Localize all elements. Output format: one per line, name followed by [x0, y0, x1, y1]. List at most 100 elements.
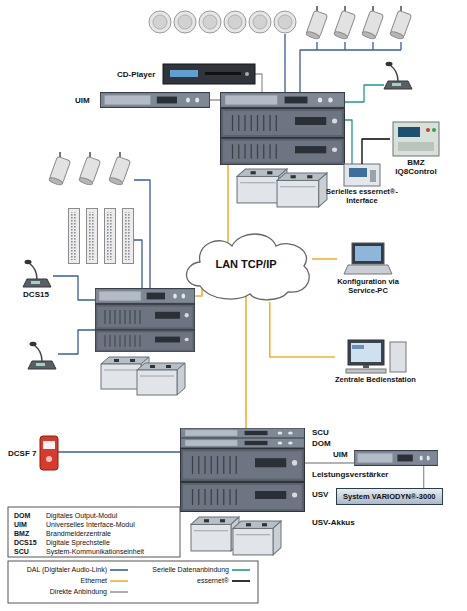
rack-unit [181, 428, 305, 437]
column-speaker [123, 209, 134, 264]
device-picture-space [344, 164, 380, 186]
fire-panel-led [426, 128, 430, 132]
interface-keys [370, 170, 376, 182]
legend-entry: Serielle Datenanbindung [152, 565, 250, 574]
laptop-screen [352, 243, 384, 264]
legend-entry: Direkte Anbindung [50, 587, 128, 596]
part-label: USV [312, 490, 328, 499]
laptop [344, 243, 392, 274]
abbreviation-meaning: Brandmelderzentrale [46, 529, 111, 538]
amplifier-unit [221, 109, 345, 138]
cd-player-slot [205, 72, 241, 75]
part-label: Leistungsverstärker [312, 470, 388, 479]
abbreviation-meaning: Digitales Output-Modul [46, 511, 117, 520]
horn-speaker [361, 6, 383, 40]
legend-line [232, 569, 250, 571]
fire-panel-display [398, 127, 420, 137]
monitor-stand [363, 365, 369, 368]
abbreviation-meaning: Universelles Interface-Modul [46, 520, 135, 529]
fire-panel-body [393, 122, 439, 156]
fire-alarm-panel: BMZ IQ8Control [390, 122, 442, 176]
network-connection [270, 302, 335, 357]
device-label: UIM [75, 96, 90, 105]
abbreviation-table-frame [8, 507, 180, 557]
uim-module: UIM [333, 450, 438, 466]
system-box: System VARIODYN®-3000 [336, 488, 443, 505]
uim-device [100, 93, 209, 108]
dal-wire [53, 276, 95, 354]
uim-device [354, 451, 437, 466]
fire-microphone-display [43, 441, 55, 449]
desk-microphone: DCS15 [19, 258, 53, 299]
column-speakers [69, 209, 134, 264]
device-picture-space [344, 242, 392, 276]
horn-speaker [48, 152, 70, 186]
horn-speaker [78, 152, 100, 186]
legend-line-sample [110, 567, 128, 573]
desk-microphone [384, 62, 412, 89]
horn-speaker [389, 6, 411, 40]
rack-unit [181, 438, 305, 447]
legend-line [110, 591, 128, 593]
horn-speakers [48, 6, 411, 186]
middle-rack [95, 289, 194, 395]
legend-entry: Ethernet [81, 576, 128, 585]
abbreviation: DOM [14, 511, 30, 520]
part-label: DOM [312, 439, 331, 448]
ceiling-speaker [249, 11, 271, 33]
pc-tower [390, 342, 406, 372]
dal-wire [134, 180, 150, 288]
legend-text: essernet® [197, 576, 229, 585]
ceiling-speakers [149, 11, 296, 33]
monitor [348, 340, 384, 365]
control-station: Zentrale Bedienstation [335, 340, 416, 385]
legend-line [110, 580, 128, 582]
legend-text: Ethernet [81, 576, 107, 585]
serial-wire [345, 85, 384, 164]
device-label: System VARIODYN®-3000 [343, 492, 436, 501]
part-label: SCU [312, 428, 329, 437]
ceiling-speaker [224, 11, 246, 33]
horn-speaker [108, 152, 130, 186]
abbreviation: SCU [14, 547, 29, 556]
desk-microphone [23, 260, 51, 287]
legend-line-sample [110, 589, 128, 595]
column-speaker [105, 209, 116, 264]
interface-body [344, 164, 380, 186]
legend-entry: essernet® [197, 576, 250, 585]
laptop-base [344, 265, 392, 274]
device-picture-space [163, 64, 255, 84]
fire-microphone: DCSF 7 [8, 436, 58, 470]
dal-wire [58, 451, 180, 452]
desk-microphone [28, 342, 56, 369]
ceiling-speaker [174, 11, 196, 33]
serial-interface-device [344, 164, 380, 186]
ceiling-speaker [199, 11, 221, 33]
device-label: Serielles essernet®-Interface [316, 188, 408, 205]
abbreviation-meaning: Digitale Sprechstelle [46, 538, 110, 547]
device-label: UIM [333, 450, 348, 459]
bottom-rack [181, 428, 305, 555]
top-rack [221, 93, 345, 207]
device-picture-space [342, 340, 408, 374]
device-picture-space [40, 436, 58, 470]
amplifier-unit [95, 330, 194, 351]
service-laptop: Konfiguration via Service-PC [337, 242, 399, 295]
fire-panel-device [393, 122, 439, 156]
fire-microphone-body [40, 436, 58, 470]
abbreviation-meaning: System-Kommunikationseinheit [46, 547, 144, 556]
abbreviation: DCS15 [14, 538, 37, 547]
network-connection [423, 466, 424, 488]
ceiling-speaker [274, 11, 296, 33]
network-connection [312, 258, 337, 260]
horn-speaker [333, 6, 355, 40]
amplifier-unit [95, 304, 194, 329]
device-label: DCSF 7 [8, 449, 36, 458]
ceiling-speaker [149, 11, 171, 33]
battery [137, 363, 185, 395]
ups-unit [181, 483, 305, 512]
fire-microphone-button [46, 456, 52, 462]
legend-line-sample [232, 567, 250, 573]
rack-unit [221, 93, 345, 108]
